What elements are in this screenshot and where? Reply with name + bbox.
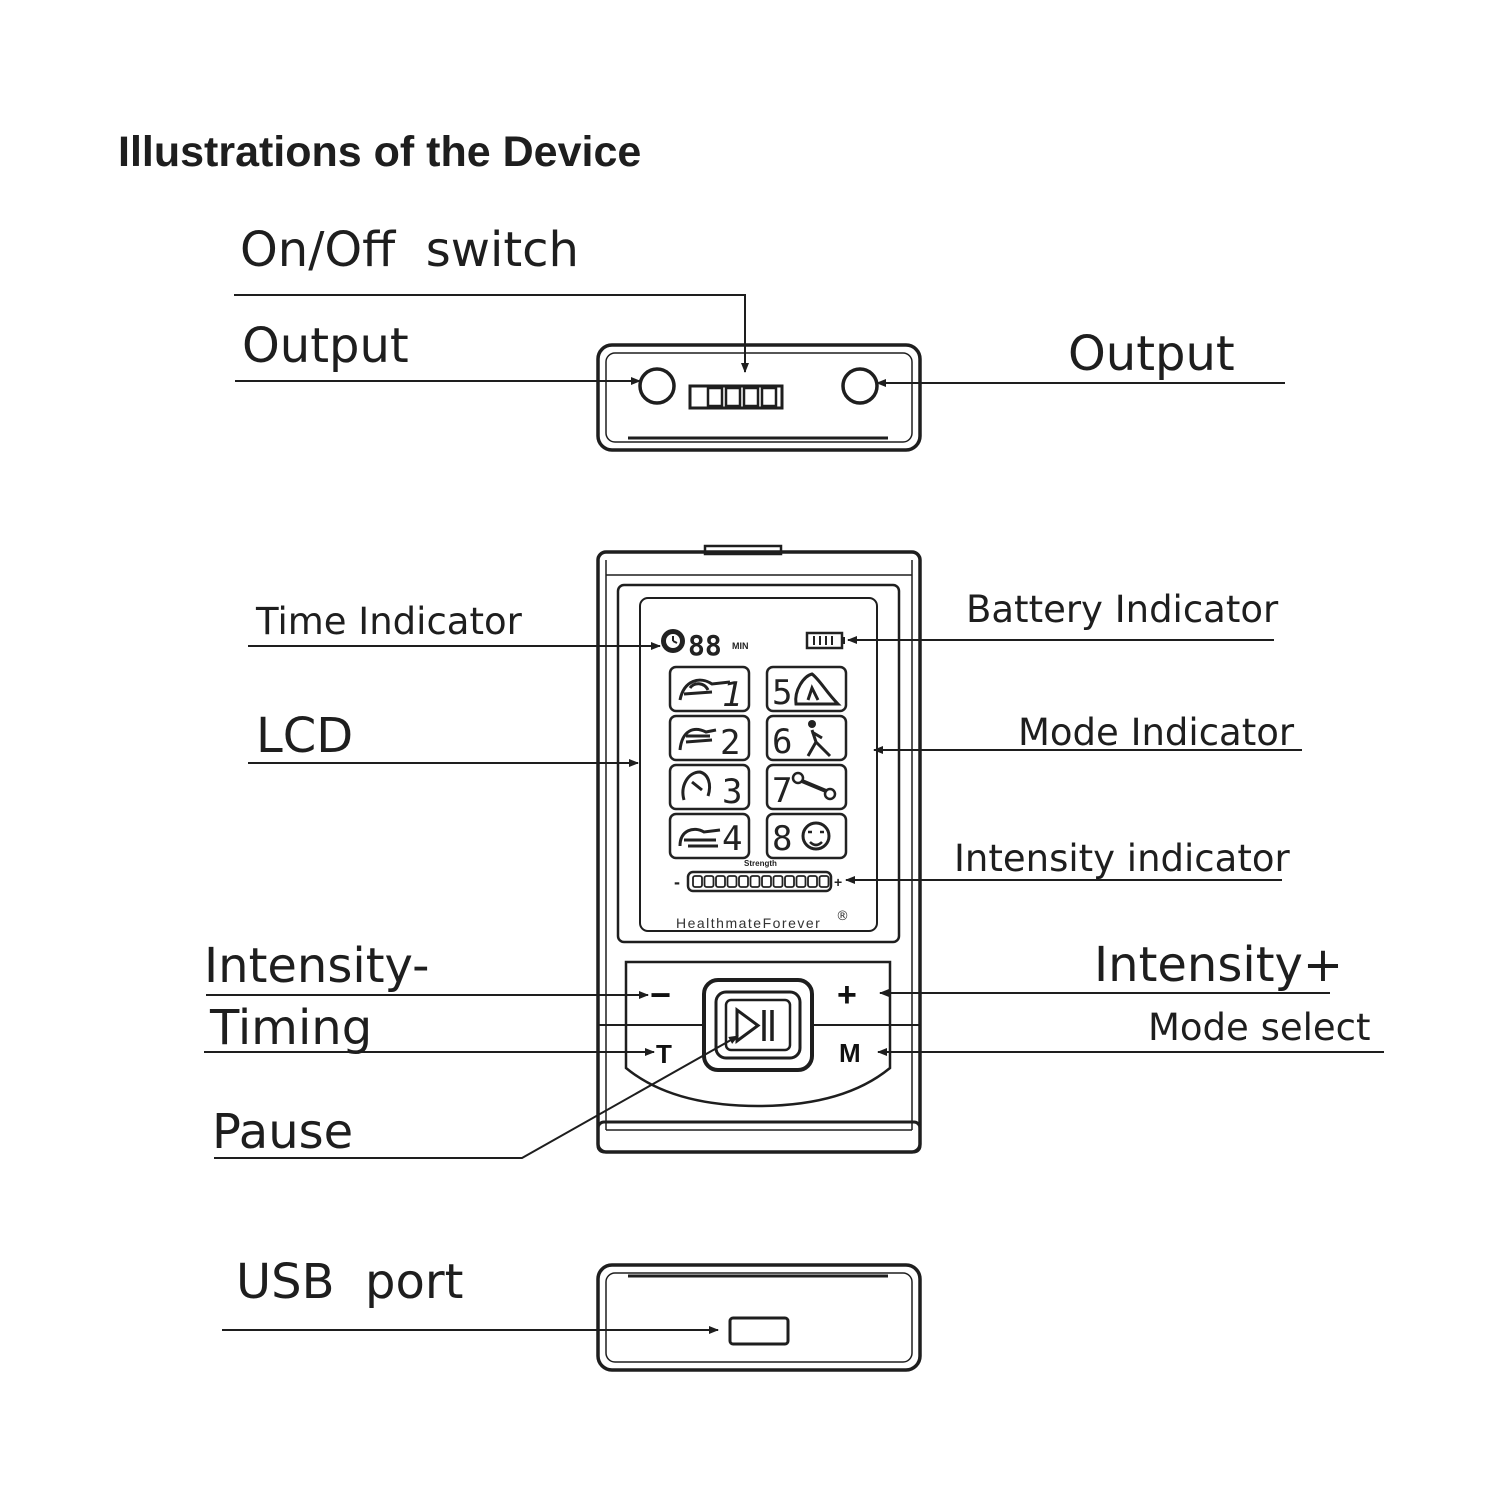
label-on-off-switch: On/Off switch bbox=[240, 222, 579, 278]
intensity-plus-button[interactable]: + bbox=[837, 976, 857, 1014]
label-lcd: LCD bbox=[256, 708, 353, 764]
strength-segment bbox=[772, 875, 784, 888]
label-usb-port: USB port bbox=[236, 1254, 463, 1310]
label-battery-indicator: Battery Indicator bbox=[966, 588, 1279, 631]
lcd-timer-unit: MIN bbox=[732, 641, 749, 651]
mode-number-3: 3 bbox=[722, 772, 742, 812]
mode-indicator-grid: 1 2 3 4 5 bbox=[668, 665, 848, 860]
strength-segment bbox=[692, 875, 703, 888]
strength-segment bbox=[761, 875, 772, 888]
mode-tile-6: 6 bbox=[765, 714, 848, 762]
strength-segment bbox=[703, 875, 715, 888]
mode-tile-5: 5 bbox=[765, 665, 848, 713]
mode-tile-7: 7 bbox=[765, 763, 848, 811]
label-time-indicator: Time Indicator bbox=[255, 600, 523, 643]
mode-number-8: 8 bbox=[772, 819, 792, 859]
mode-number-4: 4 bbox=[722, 819, 742, 859]
pause-button[interactable] bbox=[702, 978, 814, 1072]
lcd-minus: - bbox=[674, 872, 680, 892]
label-intensity-plus: Intensity+ bbox=[1094, 937, 1343, 993]
label-intensity-indicator: Intensity indicator bbox=[954, 837, 1290, 880]
battery-indicator bbox=[805, 631, 845, 650]
output-jack-right bbox=[841, 367, 879, 405]
label-mode-indicator: Mode Indicator bbox=[1018, 711, 1295, 754]
label-output-right: Output bbox=[1068, 326, 1235, 382]
hand-flat-icon bbox=[678, 727, 717, 751]
mode-tile-8: 8 bbox=[765, 812, 848, 860]
mode-tile-3: 3 bbox=[668, 763, 751, 812]
lcd-strength-label: Strength bbox=[744, 859, 777, 868]
mode-number-6: 6 bbox=[772, 722, 792, 762]
mode-select-button[interactable]: M bbox=[839, 1038, 861, 1068]
label-timing: Timing bbox=[209, 1000, 372, 1056]
strength-segment bbox=[784, 875, 795, 888]
label-pause: Pause bbox=[212, 1104, 353, 1160]
device-front-view: 88 MIN 1 2 bbox=[596, 544, 922, 1154]
strength-segment bbox=[715, 875, 726, 888]
lcd-plus: + bbox=[834, 874, 842, 890]
mode-tile-1: 1 bbox=[668, 665, 751, 715]
usb-port[interactable] bbox=[728, 1316, 790, 1346]
strength-segment bbox=[818, 875, 830, 888]
lcd-timer-digits: 88 bbox=[688, 629, 722, 662]
label-mode-select: Mode select bbox=[1148, 1006, 1371, 1049]
intensity-minus-button[interactable]: − bbox=[650, 974, 671, 1015]
registered-mark: ® bbox=[836, 909, 849, 924]
strength-segment bbox=[795, 875, 807, 888]
mode-tile-4: 4 bbox=[668, 812, 751, 860]
hand-knead-icon bbox=[678, 678, 731, 701]
foot-reflex-icon bbox=[794, 672, 842, 706]
hand-press-icon bbox=[678, 827, 721, 848]
page-title: Illustrations of the Device bbox=[118, 128, 641, 176]
mode-number-5: 5 bbox=[772, 673, 792, 713]
face-icon bbox=[801, 821, 831, 851]
hand-pinch-icon bbox=[681, 770, 712, 801]
strength-segment bbox=[726, 875, 738, 888]
label-intensity-minus: Intensity- bbox=[204, 938, 429, 994]
strength-segment bbox=[749, 875, 761, 888]
walking-body-icon bbox=[806, 729, 832, 758]
mode-tile-2: 2 bbox=[668, 714, 751, 763]
device-bottom-view bbox=[596, 1263, 922, 1372]
device-top-view bbox=[596, 343, 922, 452]
mode-number-1: 1 bbox=[722, 675, 742, 715]
bone-icon bbox=[791, 771, 837, 801]
strength-segment bbox=[807, 875, 818, 888]
timing-button[interactable]: T bbox=[656, 1039, 672, 1069]
label-output-left: Output bbox=[242, 318, 409, 374]
on-off-switch[interactable] bbox=[688, 384, 784, 410]
intensity-bar: Strength - + bbox=[674, 859, 842, 893]
output-jack-left bbox=[638, 367, 676, 405]
time-indicator: 88 MIN bbox=[661, 629, 749, 662]
mode-number-2: 2 bbox=[720, 723, 740, 763]
mode-number-7: 7 bbox=[772, 771, 792, 811]
strength-segment bbox=[738, 875, 749, 888]
brand-name: HealthmateForever bbox=[676, 915, 821, 931]
play-pause-icon bbox=[735, 1007, 774, 1044]
